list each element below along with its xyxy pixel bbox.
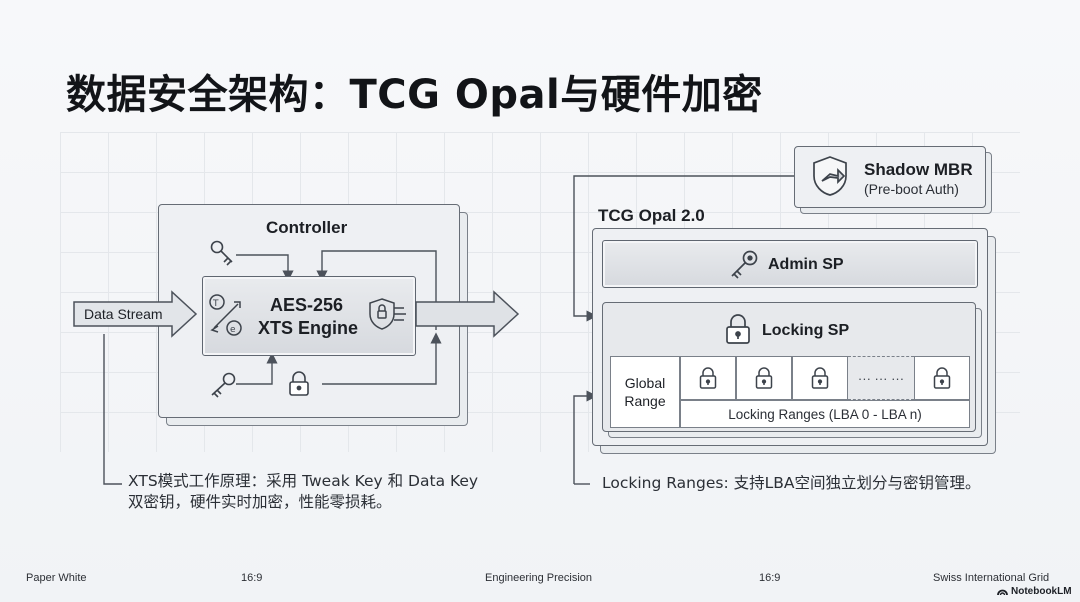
padlock-icon: [289, 371, 309, 396]
page-title: 数据安全架构：TCG Opal与硬件加密: [66, 72, 763, 118]
padlock-icon: [755, 367, 773, 389]
svg-text:e: e: [230, 325, 236, 335]
notebooklm-brand: NotebookLM: [997, 586, 1072, 597]
footer-right: Swiss International Grid: [933, 572, 1050, 584]
locking-range-cell: [914, 356, 970, 400]
global-range-cell: Global Range: [610, 356, 680, 428]
key-icon: [210, 240, 233, 266]
locking-ranges-row: Locking Ranges (LBA 0 - LBA n): [680, 400, 970, 428]
engine-label-line2: XTS Engine: [258, 318, 359, 338]
footer-center: Engineering Precision: [485, 572, 593, 584]
locking-range-cell: [792, 356, 848, 400]
key-icon: [211, 372, 236, 398]
locking-range-ellipsis-cell: ··· ··· ···: [848, 356, 914, 400]
notebooklm-logo-icon: [997, 589, 1008, 596]
global-range-label-line1: Global: [624, 375, 666, 391]
shield-icon: [813, 156, 847, 196]
padlock-icon: [811, 367, 829, 389]
xts-note-line2: 双密钥，硬件实时加密，性能零损耗。: [128, 493, 392, 511]
shadow-mbr-subtitle: (Pre-boot Auth): [864, 181, 959, 197]
controller-label: Controller: [266, 218, 348, 237]
tcg-opal-label: TCG Opal 2.0: [598, 206, 705, 225]
svg-text:T: T: [212, 299, 219, 309]
padlock-icon: [726, 314, 750, 344]
padlock-icon: [699, 367, 717, 389]
circuit-shield-icon: [369, 298, 406, 330]
shadow-mbr-title: Shadow MBR: [864, 160, 973, 179]
admin-sp-label: Admin SP: [768, 256, 844, 273]
footer-ratio-2: 16:9: [759, 572, 781, 584]
locking-range-cell: [736, 356, 792, 400]
admin-sp-block: [602, 240, 978, 288]
locking-ranges-note: Locking Ranges: 支持LBA空间独立划分与密钥管理。: [602, 474, 981, 492]
padlock-icon: [933, 367, 951, 389]
locking-sp-label: Locking SP: [762, 322, 850, 339]
engine-label-line1: AES-256: [270, 295, 344, 315]
xts-note-line1: XTS模式工作原理：采用 Tweak Key 和 Data Key: [128, 472, 479, 490]
encrypted-output-arrow: [415, 290, 520, 338]
data-stream-input-arrow: [73, 290, 198, 338]
global-range-label-line2: Range: [624, 393, 666, 409]
data-stream-label: Data Stream: [84, 306, 163, 322]
notebooklm-brand-label: NotebookLM: [1011, 586, 1072, 597]
aes-xts-engine-block: [202, 276, 416, 356]
tweak-circuit-icon: T e: [209, 294, 242, 336]
locking-range-cell: [680, 356, 736, 400]
footer-ratio-1: 16:9: [241, 572, 263, 584]
locking-ranges-label: Locking Ranges (LBA 0 - LBA n): [728, 406, 922, 422]
key-icon: [731, 250, 758, 279]
footer-left: Paper White: [26, 572, 87, 584]
ellipsis-label: ··· ··· ···: [857, 370, 905, 386]
